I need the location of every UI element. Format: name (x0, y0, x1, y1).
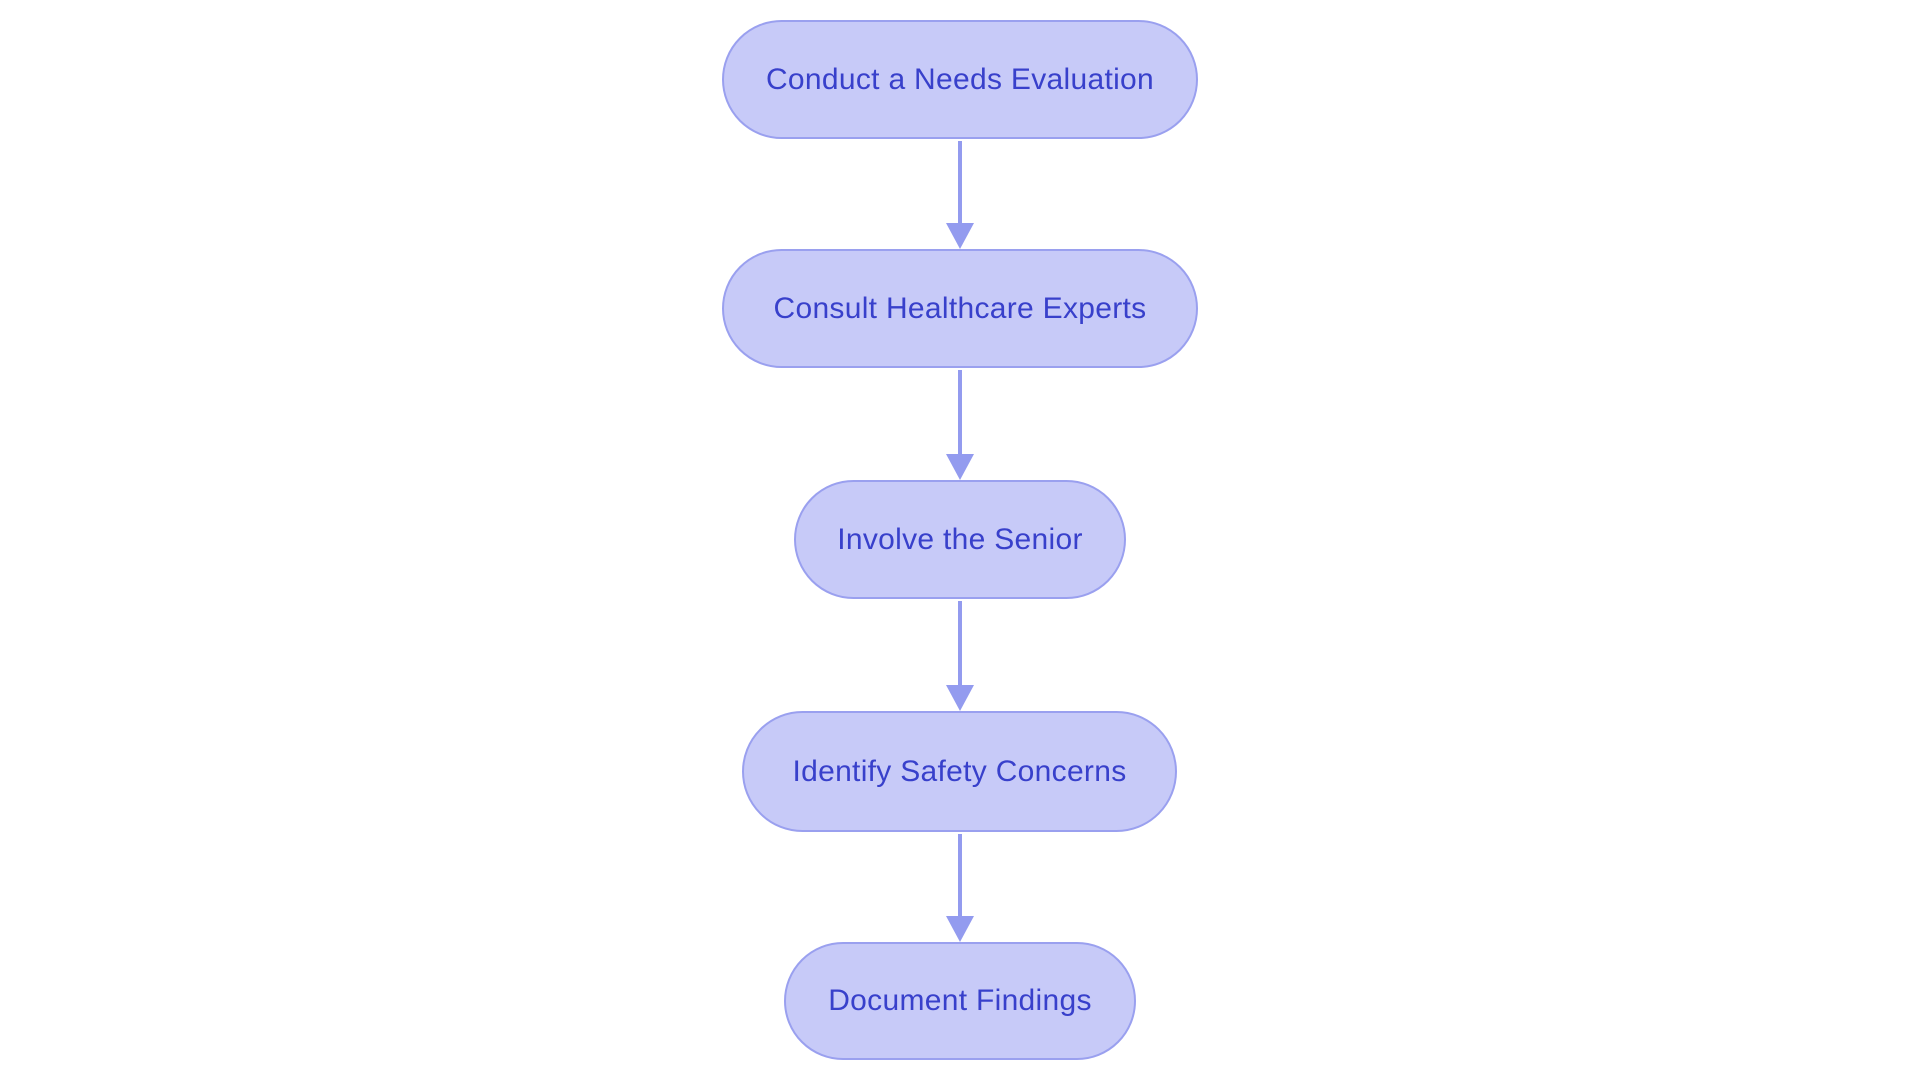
arrow-shaft (958, 601, 962, 689)
arrow-head-icon (946, 454, 974, 480)
flow-arrow-2-to-3 (946, 370, 974, 480)
flow-node-label: Consult Healthcare Experts (773, 291, 1147, 325)
flow-arrow-1-to-2 (946, 141, 974, 249)
flow-arrow-3-to-4 (946, 601, 974, 711)
flow-arrow-4-to-5 (946, 834, 974, 942)
arrow-shaft (958, 834, 962, 920)
flow-node-conduct-needs-evaluation: Conduct a Needs Evaluation (722, 20, 1198, 139)
flow-node-document-findings: Document Findings (784, 942, 1136, 1060)
arrow-head-icon (946, 916, 974, 942)
flow-node-consult-healthcare-experts: Consult Healthcare Experts (722, 249, 1198, 368)
flow-node-label: Identify Safety Concerns (792, 754, 1127, 788)
flow-node-label: Document Findings (828, 984, 1092, 1017)
flow-node-label: Conduct a Needs Evaluation (765, 62, 1155, 96)
flow-node-identify-safety-concerns: Identify Safety Concerns (742, 711, 1177, 832)
flow-node-involve-the-senior: Involve the Senior (794, 480, 1126, 599)
arrow-shaft (958, 370, 962, 458)
arrow-head-icon (946, 223, 974, 249)
arrow-head-icon (946, 685, 974, 711)
arrow-shaft (958, 141, 962, 227)
flow-node-label: Involve the Senior (837, 522, 1083, 556)
